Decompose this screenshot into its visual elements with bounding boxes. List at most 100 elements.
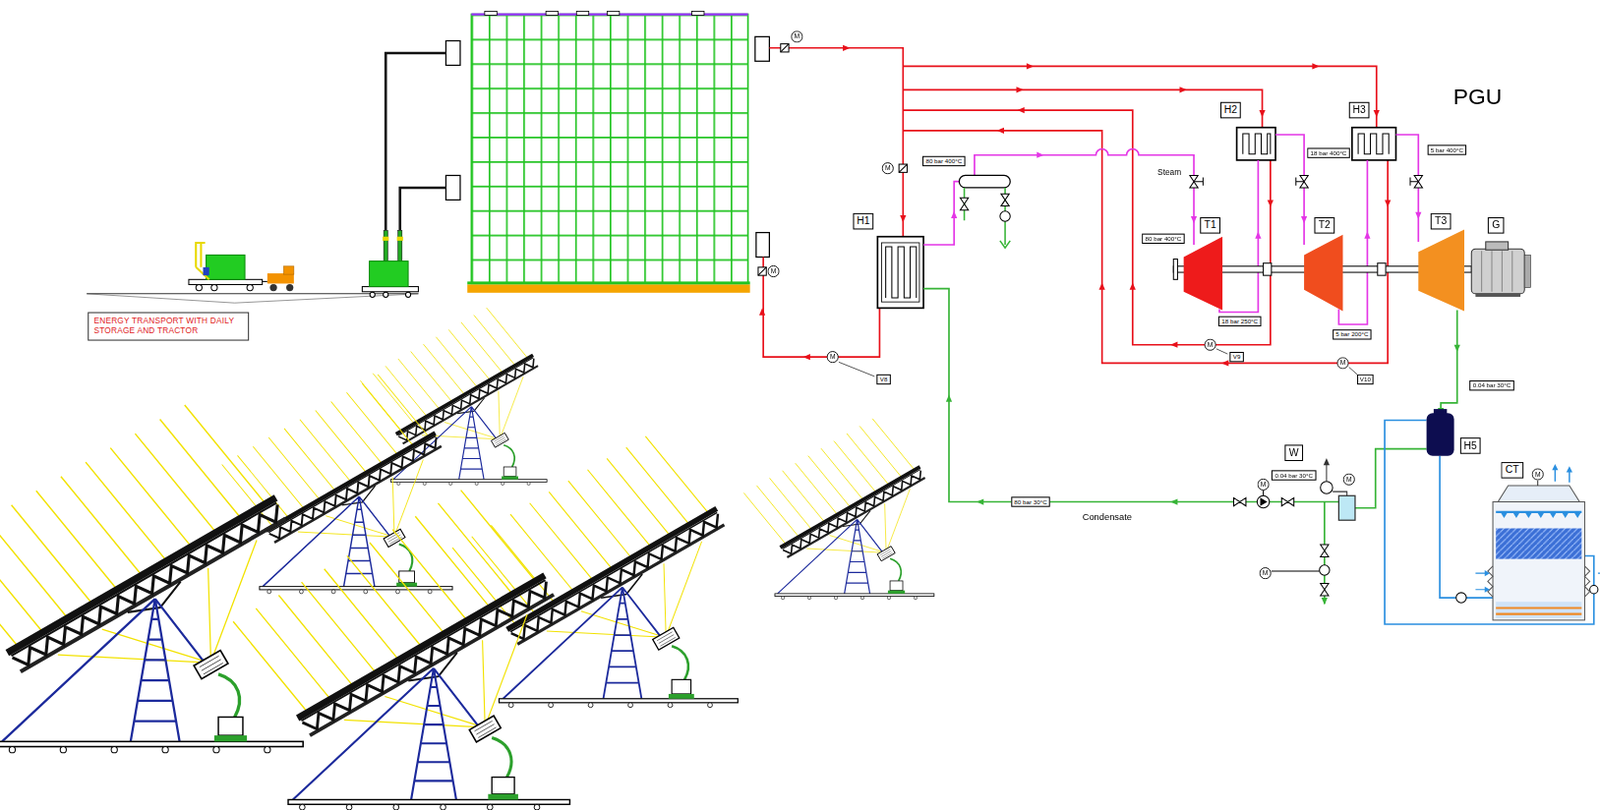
heater	[1243, 133, 1271, 155]
section-label: PGU	[1452, 84, 1504, 110]
motor-circle	[1337, 357, 1349, 369]
storage-tank	[445, 175, 461, 200]
component-label: CT	[1501, 462, 1524, 478]
component-label: H5	[1459, 437, 1482, 454]
node-text: 5 bar 200°C	[1335, 331, 1368, 339]
solar-collector	[452, 423, 759, 709]
valve-tag-leader	[1349, 367, 1358, 375]
flow-arrows	[803, 354, 811, 360]
storage-tank	[467, 281, 750, 285]
transport-pipes	[397, 237, 404, 241]
steam-arrows	[1363, 232, 1370, 239]
flow-arrows	[1258, 110, 1265, 118]
transport-pipes	[398, 231, 403, 262]
cooling-tower	[1475, 573, 1600, 591]
motor-circle	[1343, 474, 1355, 485]
state-label: 5 bar 200°C	[1332, 329, 1372, 340]
flow-arrows	[1099, 282, 1106, 290]
motor-symbol: M	[790, 30, 803, 43]
state-label: 18 bar 250°C	[1218, 316, 1261, 327]
motor-circle	[1257, 478, 1269, 490]
cooling-pumps	[1456, 592, 1467, 603]
valve-symbol	[758, 267, 767, 276]
turbine-set	[1418, 229, 1465, 311]
flow-arrows	[1017, 107, 1025, 114]
node-text: M	[1203, 338, 1216, 351]
heater	[882, 242, 920, 302]
stream-label: Condensate	[1081, 513, 1133, 524]
component-label: T1	[1199, 217, 1220, 234]
steam-arrows	[1190, 216, 1197, 224]
deaerator	[1332, 491, 1348, 496]
node-text: M	[1343, 473, 1356, 485]
valve-tag-leader	[838, 349, 1358, 377]
motor-symbol: M	[1343, 473, 1356, 485]
hot-fluid-pipes	[769, 48, 903, 238]
node-text: T3	[1434, 215, 1447, 228]
cooling-tower	[1525, 513, 1532, 519]
motor-circle	[791, 31, 803, 43]
component-label: H1	[852, 213, 875, 230]
steam-drum	[958, 175, 1010, 248]
node-text: M	[1256, 478, 1269, 491]
state-label: 18 bar 400°C	[1306, 148, 1350, 159]
hot-fluid-pipes	[902, 89, 1262, 127]
deaerator	[1320, 481, 1333, 494]
cooling-tower	[1537, 480, 1539, 486]
node-text: H1	[856, 215, 870, 228]
cooling-tower	[1487, 566, 1591, 597]
hot-fluid-pipes	[902, 130, 1388, 364]
tractor-and-trailers	[262, 281, 268, 283]
steam-arrows	[950, 211, 957, 219]
cooling-water-pipes	[1384, 420, 1595, 626]
cooling-tower	[1497, 485, 1580, 503]
node-text: 0.04 bar 30°C	[1473, 382, 1511, 390]
feed-pumps	[1233, 490, 1330, 596]
valve-symbol	[898, 164, 907, 173]
cooling-tower	[1492, 502, 1585, 621]
control-valve	[1189, 175, 1423, 187]
feed-pumps	[1271, 571, 1320, 573]
feed-pumps	[1233, 497, 1245, 506]
flow-arrows	[1221, 359, 1229, 366]
steam-pipes	[1219, 160, 1258, 313]
condensate-pipes	[923, 289, 1339, 503]
tractor-and-trailers	[86, 294, 418, 303]
motor-symbol: M	[767, 265, 779, 278]
tractor-and-trailers	[86, 242, 418, 303]
steam-pipes	[1338, 160, 1367, 325]
node-text: M	[1258, 567, 1271, 580]
turbine-set	[1303, 235, 1343, 312]
cooling-water-pipes	[1384, 420, 1595, 626]
motor-symbol: M	[1336, 356, 1349, 369]
hot-fluid-pipes	[763, 48, 1388, 364]
motor-symbol: M	[826, 351, 838, 363]
flow-arrows	[899, 215, 906, 223]
node-text: 0.04 bar 30°C	[1274, 472, 1312, 479]
cooling-tower	[1566, 466, 1573, 473]
valve-tag: V10	[1357, 374, 1374, 385]
turbine-set	[1184, 237, 1223, 311]
flow-arrows	[1267, 199, 1274, 207]
node-text: M	[1531, 468, 1543, 480]
valve-tag: V9	[1230, 352, 1245, 362]
flow-arrows	[1026, 62, 1034, 69]
state-label: 80 bar 400°C	[1141, 234, 1185, 244]
cooling-tower	[1484, 587, 1490, 593]
steam-drum	[1001, 193, 1009, 206]
steam-arrows	[1254, 232, 1261, 239]
info-box: ENERGY TRANSPORT WITH DAILY STORAGE AND …	[87, 311, 249, 342]
motor-circle	[1259, 568, 1271, 580]
flow-arrows	[997, 127, 1005, 134]
tractor-and-trailers	[369, 292, 375, 297]
steam-drum	[958, 175, 1010, 187]
valve-tag-leader	[1216, 349, 1228, 355]
turbine-set	[1173, 259, 1178, 281]
valve-tag-leader	[838, 361, 875, 377]
steam-pipes	[923, 181, 959, 245]
cooling-tower	[1538, 513, 1544, 519]
node-text: 80 bar 400°C	[1145, 235, 1183, 242]
node-text: V10	[1360, 375, 1371, 383]
deaerator	[1325, 463, 1327, 482]
